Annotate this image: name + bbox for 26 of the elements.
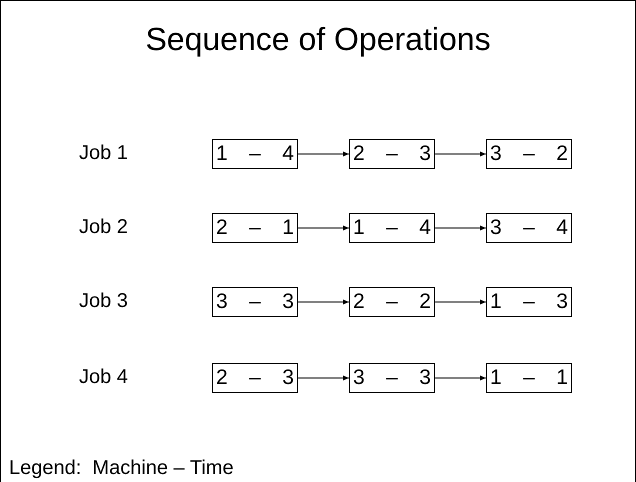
arrow <box>298 226 350 230</box>
step-box: 3 – 3 <box>349 363 435 393</box>
legend-text: Legend: Machine – Time <box>9 457 234 480</box>
title: Sequence of Operations <box>144 21 492 58</box>
arrow <box>434 152 486 156</box>
step-box: 1 – 3 <box>486 287 572 317</box>
arrow <box>298 152 350 156</box>
step-box: 1 – 4 <box>212 139 298 169</box>
arrow <box>298 376 350 380</box>
arrow <box>298 300 350 304</box>
step-box: 2 – 3 <box>349 139 435 169</box>
step-box: 3 – 3 <box>212 287 298 317</box>
arrow <box>434 226 486 230</box>
job-label: Job 2 <box>79 216 128 239</box>
step-box: 2 – 1 <box>212 213 298 243</box>
step-box: 1 – 4 <box>349 213 435 243</box>
arrow <box>434 376 486 380</box>
job-label: Job 1 <box>79 142 128 165</box>
step-box: 2 – 2 <box>349 287 435 317</box>
step-box: 3 – 2 <box>486 139 572 169</box>
job-label: Job 3 <box>79 290 128 313</box>
job-label: Job 4 <box>79 366 128 389</box>
step-box: 2 – 3 <box>212 363 298 393</box>
step-box: 3 – 4 <box>486 213 572 243</box>
arrow <box>434 300 486 304</box>
step-box: 1 – 1 <box>486 363 572 393</box>
